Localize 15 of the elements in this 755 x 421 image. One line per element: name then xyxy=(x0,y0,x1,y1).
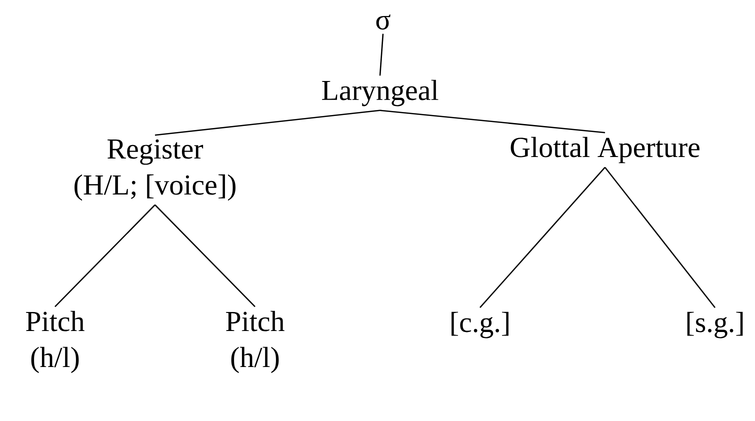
tree-label: Pitch (h/l) xyxy=(26,310,84,374)
tree-branch xyxy=(154,204,256,308)
tree-branch xyxy=(379,34,384,76)
tree-label: Pitch (h/l) xyxy=(226,310,284,374)
tree-branch xyxy=(154,110,380,136)
tree-label: Glottal Aperture xyxy=(510,136,700,164)
tree-label: [s.g.] xyxy=(687,312,743,338)
tree-branch xyxy=(480,166,606,308)
tree-branch xyxy=(54,204,156,308)
tree-label: Register (H/L; [voice]) xyxy=(74,139,236,201)
tree-branch xyxy=(604,166,716,308)
tree-label: [c.g.] xyxy=(452,312,508,338)
tree-branch xyxy=(380,110,606,134)
tree-label: Laryngeal xyxy=(322,80,438,106)
tree-label: σ xyxy=(376,14,390,30)
